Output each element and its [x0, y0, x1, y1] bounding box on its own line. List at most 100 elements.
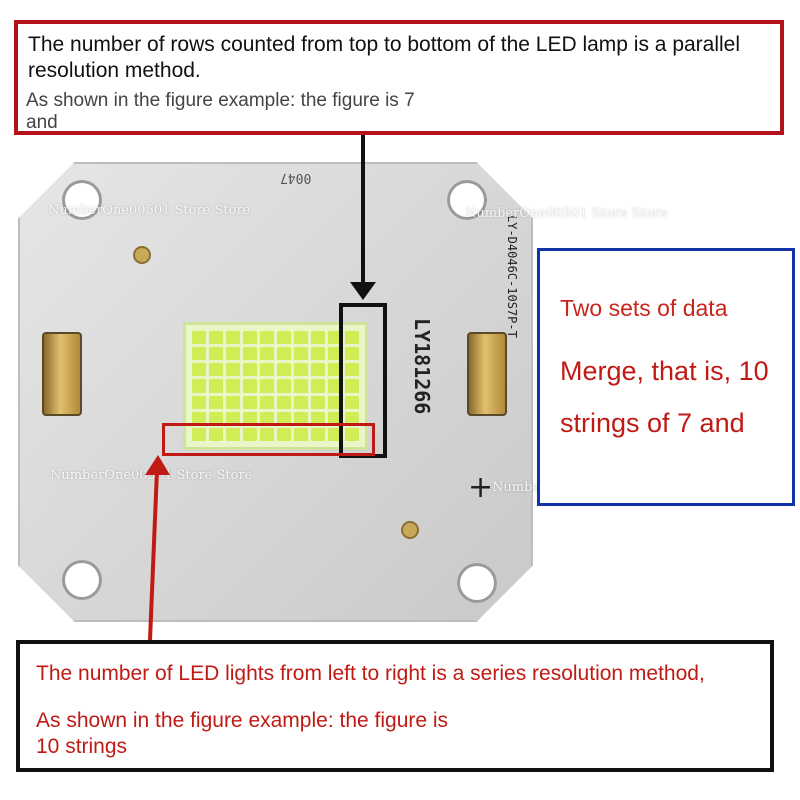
- led-chip: [192, 411, 206, 425]
- plus-marker-icon: +: [468, 470, 494, 505]
- led-chip: [226, 427, 240, 441]
- led-chip: [294, 395, 308, 409]
- led-chip: [311, 379, 325, 393]
- led-chip: [277, 395, 291, 409]
- board-dot: [401, 521, 419, 539]
- led-chip: [260, 395, 274, 409]
- led-chip: [209, 395, 223, 409]
- up-arrow-head: [145, 455, 170, 475]
- mounting-hole: [62, 560, 102, 600]
- led-chip: [294, 347, 308, 361]
- solder-pad-right: [467, 332, 507, 416]
- led-chip: [192, 363, 206, 377]
- merge-callout-title: Two sets of data: [560, 295, 728, 321]
- parallel-callout-example: As shown in the figure example: the figu…: [26, 90, 415, 133]
- led-chip: [294, 363, 308, 377]
- led-chip: [209, 411, 223, 425]
- led-chip: [311, 411, 325, 425]
- watermark: NumberOne00501 Store Store: [50, 468, 253, 483]
- led-chip: [345, 427, 359, 441]
- led-chip: [328, 427, 342, 441]
- led-chip: [311, 395, 325, 409]
- led-chip: [294, 427, 308, 441]
- led-chip: [311, 331, 325, 345]
- led-chip: [243, 363, 257, 377]
- led-chip: [260, 379, 274, 393]
- row-highlight-box: [162, 423, 375, 456]
- led-chip: [294, 379, 308, 393]
- led-chip: [209, 363, 223, 377]
- led-chip: [243, 347, 257, 361]
- led-chip: [260, 331, 274, 345]
- led-chip: [311, 427, 325, 441]
- led-chip: [243, 379, 257, 393]
- led-chip: [226, 411, 240, 425]
- watermark: NumberOne00501 Store Store: [48, 203, 251, 218]
- parallel-callout-box: The number of rows counted from top to b…: [14, 20, 784, 135]
- led-chip: [345, 331, 359, 345]
- led-chip: [209, 379, 223, 393]
- led-chip: [260, 347, 274, 361]
- led-chip: [226, 347, 240, 361]
- led-chip: [277, 363, 291, 377]
- led-chip: [294, 331, 308, 345]
- led-chip: [243, 411, 257, 425]
- column-highlight-box: [339, 303, 387, 458]
- parallel-callout-title: The number of rows counted from top to b…: [28, 33, 741, 82]
- led-chip: [345, 347, 359, 361]
- merge-callout-box: Two sets of data Merge, that is, 10 stri…: [537, 248, 795, 506]
- led-chip: [209, 427, 223, 441]
- board-part-label: LY-D4046C-10S7P-T: [505, 215, 519, 338]
- led-chip: [226, 331, 240, 345]
- led-chip: [345, 411, 359, 425]
- solder-pad-left: [42, 332, 82, 416]
- led-chip: [294, 411, 308, 425]
- board-model-label: LY181266: [410, 318, 434, 415]
- led-chip: [345, 363, 359, 377]
- led-chip: [243, 395, 257, 409]
- led-chip: [311, 347, 325, 361]
- led-chip: [260, 411, 274, 425]
- led-chip: [226, 379, 240, 393]
- mounting-hole: [457, 563, 497, 603]
- led-chip: [209, 331, 223, 345]
- led-chip: [260, 427, 274, 441]
- led-chip: [260, 363, 274, 377]
- down-arrow-head: [350, 282, 376, 300]
- led-chip: [328, 379, 342, 393]
- led-chip: [328, 411, 342, 425]
- led-chip: [226, 395, 240, 409]
- led-chip: [277, 427, 291, 441]
- led-chip: [192, 347, 206, 361]
- led-chip: [226, 363, 240, 377]
- led-chip: [243, 427, 257, 441]
- watermark: NumberOne00501 Store Store: [465, 206, 668, 221]
- series-callout-title: The number of LED lights from left to ri…: [36, 662, 705, 685]
- led-chip: [328, 395, 342, 409]
- led-chip: [192, 379, 206, 393]
- up-arrow-line: [148, 469, 159, 641]
- led-chip: [328, 331, 342, 345]
- led-array: [183, 322, 368, 450]
- merge-callout-text: Merge, that is, 10 strings of 7 and: [560, 356, 769, 438]
- led-chip: [277, 347, 291, 361]
- led-chip: [192, 427, 206, 441]
- mounting-hole: [447, 180, 487, 220]
- led-chip: [243, 331, 257, 345]
- led-chip: [328, 347, 342, 361]
- led-chip: [277, 411, 291, 425]
- series-callout-example: As shown in the figure example: the figu…: [36, 709, 449, 758]
- led-chip: [345, 379, 359, 393]
- led-chip: [192, 395, 206, 409]
- led-chip: [277, 331, 291, 345]
- led-chip: [311, 363, 325, 377]
- led-chip: [345, 395, 359, 409]
- mounting-hole: [62, 180, 102, 220]
- led-chip: [209, 347, 223, 361]
- led-chip: [277, 379, 291, 393]
- board-dot: [133, 246, 151, 264]
- led-chip: [192, 331, 206, 345]
- series-callout-box: The number of LED lights from left to ri…: [16, 640, 774, 772]
- led-chip: [328, 363, 342, 377]
